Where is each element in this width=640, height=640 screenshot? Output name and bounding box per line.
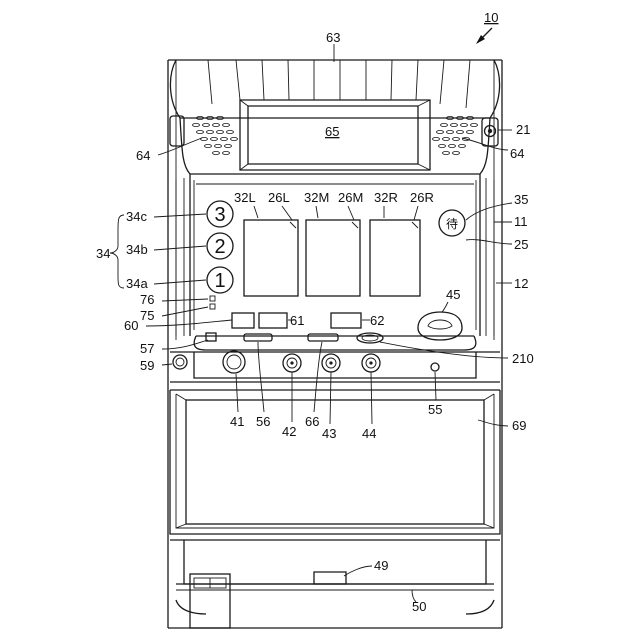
figure-number: 10	[484, 10, 498, 25]
label-41: 41	[230, 414, 244, 429]
label-34a: 34a	[126, 276, 148, 291]
indicator-55	[431, 363, 439, 371]
label-50: 50	[412, 599, 426, 614]
label-56: 56	[256, 414, 270, 429]
label-34: 34	[96, 246, 110, 261]
stop-button-left[interactable]	[283, 354, 301, 372]
operation-panel	[170, 336, 500, 390]
label-32R: 32R	[374, 190, 398, 205]
bet-lamp-3: 3	[207, 201, 233, 227]
stop-button-right[interactable]	[362, 354, 380, 372]
medal-insert-slot[interactable]	[244, 334, 272, 341]
svg-text:1: 1	[214, 270, 225, 292]
label-75: 75	[140, 308, 154, 323]
label-44: 44	[362, 426, 376, 441]
label-76: 76	[140, 292, 154, 307]
lower-display	[170, 390, 500, 540]
speaker-right	[433, 116, 478, 154]
start-lever[interactable]	[223, 351, 245, 373]
label-35: 35	[514, 192, 528, 207]
label-34b: 34b	[126, 242, 148, 257]
top-panel	[170, 60, 499, 118]
svg-text:待: 待	[446, 217, 458, 231]
label-45: 45	[446, 287, 460, 302]
label-66: 66	[305, 414, 319, 429]
label-59: 59	[140, 358, 154, 373]
label-63: 63	[326, 30, 340, 45]
small-lamps	[210, 296, 215, 309]
label-26L: 26L	[268, 190, 290, 205]
label-69: 69	[512, 418, 526, 433]
reel-window-middle	[306, 220, 360, 296]
label-60: 60	[124, 318, 138, 333]
label-21: 21	[516, 122, 530, 137]
label-12: 12	[514, 276, 528, 291]
label-62: 62	[370, 313, 384, 328]
speaker-left	[193, 116, 238, 154]
label-42: 42	[282, 424, 296, 439]
label-25: 25	[514, 237, 528, 252]
label-55: 55	[428, 402, 442, 417]
label-26M: 26M	[338, 190, 363, 205]
svg-text:2: 2	[214, 236, 225, 258]
reel-window-left	[244, 220, 298, 296]
label-64-right: 64	[510, 146, 524, 161]
label-32L: 32L	[234, 190, 256, 205]
label-11: 11	[514, 214, 528, 229]
label-32M: 32M	[304, 190, 329, 205]
label-210: 210	[512, 351, 534, 366]
reel-window-right	[370, 220, 420, 296]
cabinet-outline	[168, 60, 502, 628]
key-59[interactable]	[173, 355, 187, 369]
upper-frame	[180, 118, 490, 336]
standby-lamp: 待	[439, 210, 465, 236]
label-61: 61	[290, 313, 304, 328]
bet-lamp-2: 2	[207, 233, 233, 259]
label-26R: 26R	[410, 190, 434, 205]
bet-lamp-1: 1	[207, 267, 233, 293]
label-65: 65	[325, 124, 339, 139]
figure-arrow	[476, 28, 492, 44]
label-34c: 34c	[126, 209, 147, 224]
ashtray-49	[314, 572, 346, 584]
medal-outlet	[190, 574, 230, 628]
label-43: 43	[322, 426, 336, 441]
label-64-left: 64	[136, 148, 150, 163]
label-57: 57	[140, 341, 154, 356]
settle-button-210[interactable]	[357, 333, 383, 343]
label-49: 49	[374, 558, 388, 573]
stop-button-middle[interactable]	[322, 354, 340, 372]
svg-text:3: 3	[214, 204, 225, 226]
bill-slot[interactable]	[308, 334, 338, 341]
